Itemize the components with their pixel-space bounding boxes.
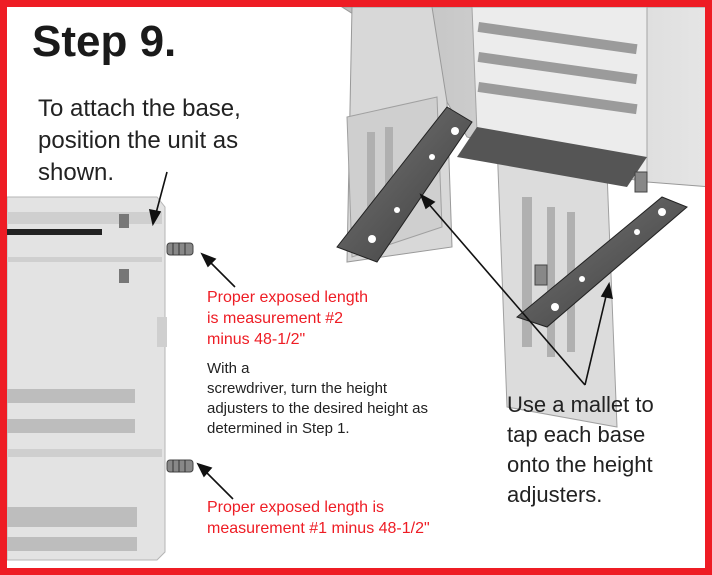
screwdriver-instructions: With a screwdriver, turn the height adju… bbox=[207, 359, 447, 439]
instruction-line-3: adjusters to the desired height as bbox=[207, 400, 428, 417]
intro-text: To attach the base, position the unit as… bbox=[38, 93, 298, 189]
top-note-line-3: minus 48-1/2" bbox=[207, 331, 306, 348]
unit-side-view bbox=[7, 196, 194, 561]
intro-line-3: shown. bbox=[38, 159, 115, 186]
instruction-line-2: screwdriver, turn the height bbox=[207, 380, 388, 397]
mallet-line-2: tap each base bbox=[507, 422, 646, 447]
top-adjuster-note: Proper exposed length is measurement #2 … bbox=[207, 287, 417, 350]
assembly-illustration bbox=[7, 7, 705, 561]
mallet-instructions: Use a mallet to tap each base onto the h… bbox=[507, 390, 697, 510]
unit-frame-upside-down bbox=[336, 7, 705, 428]
bottom-note-line-1: Proper exposed length is bbox=[207, 499, 384, 516]
instruction-line-4: determined in Step 1. bbox=[207, 420, 350, 437]
mallet-line-1: Use a mallet to bbox=[507, 392, 654, 417]
instruction-line-1: With a bbox=[207, 360, 250, 377]
mallet-line-3: onto the height bbox=[507, 452, 653, 477]
intro-line-2: position the unit as bbox=[38, 127, 239, 154]
top-note-line-2: is measurement #2 bbox=[207, 310, 344, 327]
step-title: Step 9. bbox=[32, 17, 177, 66]
bottom-adjuster-note: Proper exposed length is measurement #1 … bbox=[207, 497, 467, 539]
bottom-note-line-2: measurement #1 minus 48-1/2" bbox=[207, 520, 430, 537]
mallet-line-4: adjusters. bbox=[507, 482, 603, 507]
top-note-line-1: Proper exposed length bbox=[207, 289, 368, 306]
callout-arrows bbox=[148, 171, 614, 500]
intro-line-1: To attach the base, bbox=[38, 95, 241, 122]
